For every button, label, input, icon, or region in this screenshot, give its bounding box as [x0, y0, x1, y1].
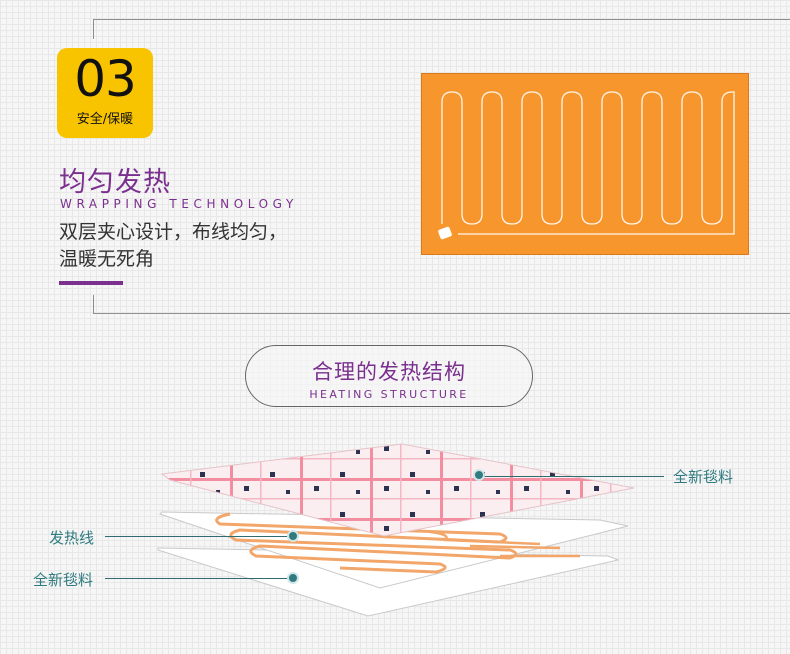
section-label: 安全/保暖 — [76, 112, 134, 127]
section-number: 03 — [74, 50, 137, 108]
structure-subtitle: HEATING STRUCTURE — [309, 388, 469, 401]
callout-top-layer: 全新毯料 — [673, 468, 734, 486]
feature-desc-line1: 双层夹心设计，布线均匀， — [59, 221, 288, 243]
section-number-badge: 03 安全/保暖 — [57, 48, 153, 138]
heating-pad-illustration — [421, 73, 749, 255]
feature-desc-line2: 温暖无死角 — [59, 248, 155, 270]
feature-title: 均匀发热 — [59, 167, 171, 198]
callout-line-bottom — [105, 578, 293, 579]
callout-dot-top — [473, 469, 485, 481]
callout-line-top — [482, 476, 664, 477]
callout-dot-wire — [287, 530, 299, 542]
frame-left-line-top — [93, 19, 94, 39]
structure-heading-pill: 合理的发热结构 HEATING STRUCTURE — [245, 345, 533, 407]
connector-icon — [438, 226, 452, 240]
feature-subtitle: WRAPPING TECHNOLOGY — [60, 197, 298, 211]
heating-coil-icon — [215, 512, 518, 574]
plaid-fabric-icon — [160, 443, 635, 537]
structure-title: 合理的发热结构 — [312, 360, 466, 384]
accent-bar — [59, 281, 123, 285]
frame-left-line-bottom — [93, 295, 94, 314]
callout-heating-wire: 发热线 — [49, 529, 95, 547]
callout-dot-bottom — [287, 572, 299, 584]
callout-bottom-layer: 全新毯料 — [33, 571, 94, 589]
frame-top-line — [93, 19, 790, 20]
frame-bottom-line — [93, 313, 790, 314]
feature-description: 双层夹心设计，布线均匀， 温暖无死角 — [59, 219, 359, 273]
layer-structure-diagram — [157, 443, 635, 617]
heating-coil-icon — [438, 91, 735, 240]
callout-line-wire — [105, 536, 293, 537]
